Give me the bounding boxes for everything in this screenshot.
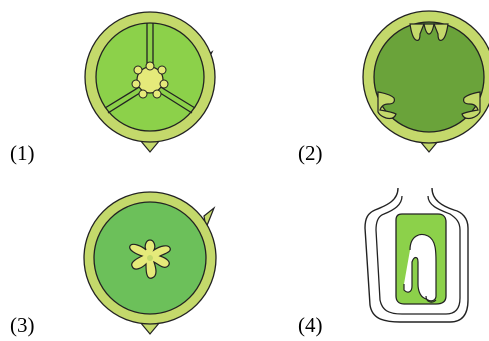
figure-2-ovary bbox=[363, 11, 489, 152]
figure-2-label: (2) bbox=[298, 143, 323, 164]
figure-1-label: (1) bbox=[10, 143, 35, 164]
figure-4-ovary bbox=[365, 188, 468, 322]
figure-4-label: (4) bbox=[298, 315, 323, 336]
figure-3-label: (3) bbox=[10, 315, 35, 336]
figure-1-ovary bbox=[85, 12, 215, 152]
figure-3-ovary bbox=[84, 192, 216, 334]
